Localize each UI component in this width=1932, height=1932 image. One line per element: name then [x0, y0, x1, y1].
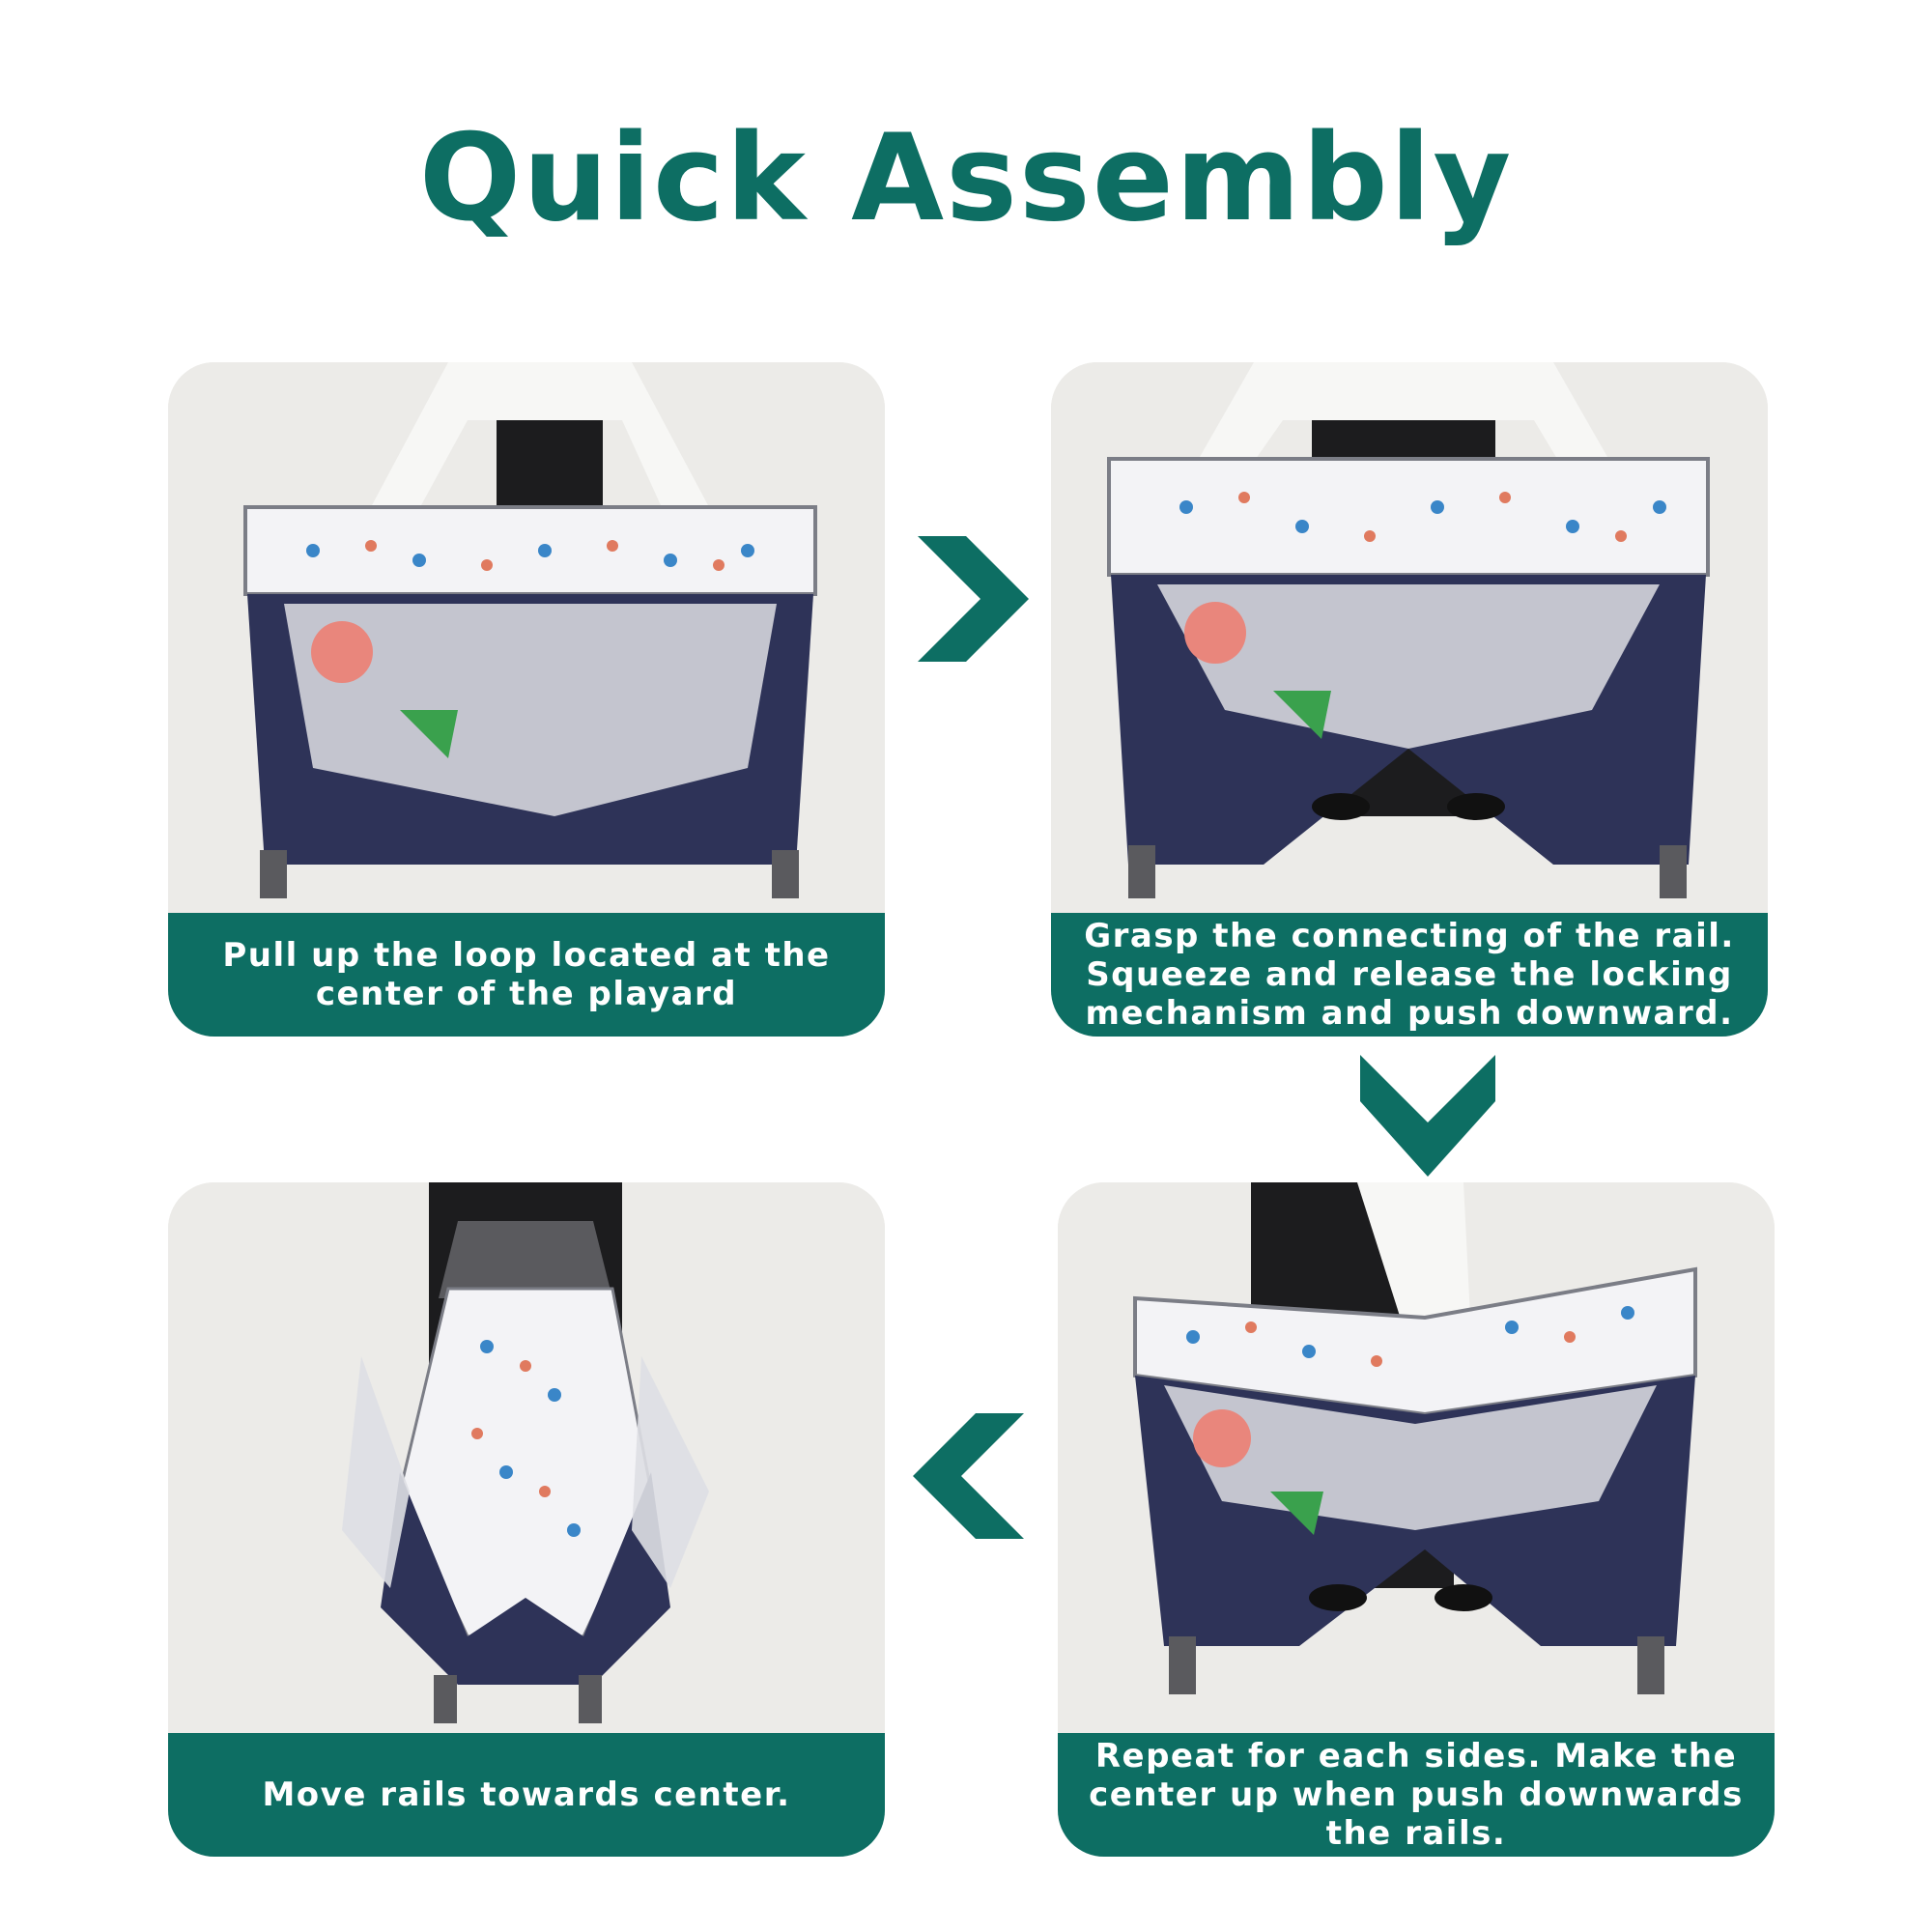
chevron-left-icon [913, 1413, 1024, 1539]
caption-line: Squeeze and release the locking [1086, 955, 1733, 994]
step-card-2: Grasp the connecting of the rail. Squeez… [1051, 362, 1768, 1037]
caption-line: mechanism and push downward. [1085, 994, 1734, 1033]
step-1-photo [168, 362, 885, 913]
step-1-caption: Pull up the loop located at the center o… [168, 913, 885, 1037]
caption-line: center of the playard [315, 975, 738, 1013]
step-2-photo [1051, 362, 1768, 913]
caption-line: center up when push downwards [1089, 1776, 1744, 1814]
page-title: Quick Assembly [418, 109, 1514, 248]
caption-line: Repeat for each sides. Make the [1094, 1737, 1738, 1776]
chevron-down-icon [1360, 1055, 1495, 1177]
caption-line: the rails. [1325, 1814, 1507, 1853]
step-4-caption: Move rails towards center. [168, 1733, 885, 1857]
step-3-photo [1058, 1182, 1775, 1733]
step-card-1: Pull up the loop located at the center o… [168, 362, 885, 1037]
caption-line: Pull up the loop located at the [222, 936, 831, 975]
step-2-caption: Grasp the connecting of the rail. Squeez… [1051, 913, 1768, 1037]
step-4-photo [168, 1182, 885, 1733]
step-card-3: Repeat for each sides. Make the center u… [1058, 1182, 1775, 1857]
caption-line: Move rails towards center. [262, 1776, 791, 1814]
step-3-caption: Repeat for each sides. Make the center u… [1058, 1733, 1775, 1857]
step-card-4: Move rails towards center. [168, 1182, 885, 1857]
chevron-right-icon [918, 536, 1029, 662]
caption-line: Grasp the connecting of the rail. [1084, 917, 1735, 955]
